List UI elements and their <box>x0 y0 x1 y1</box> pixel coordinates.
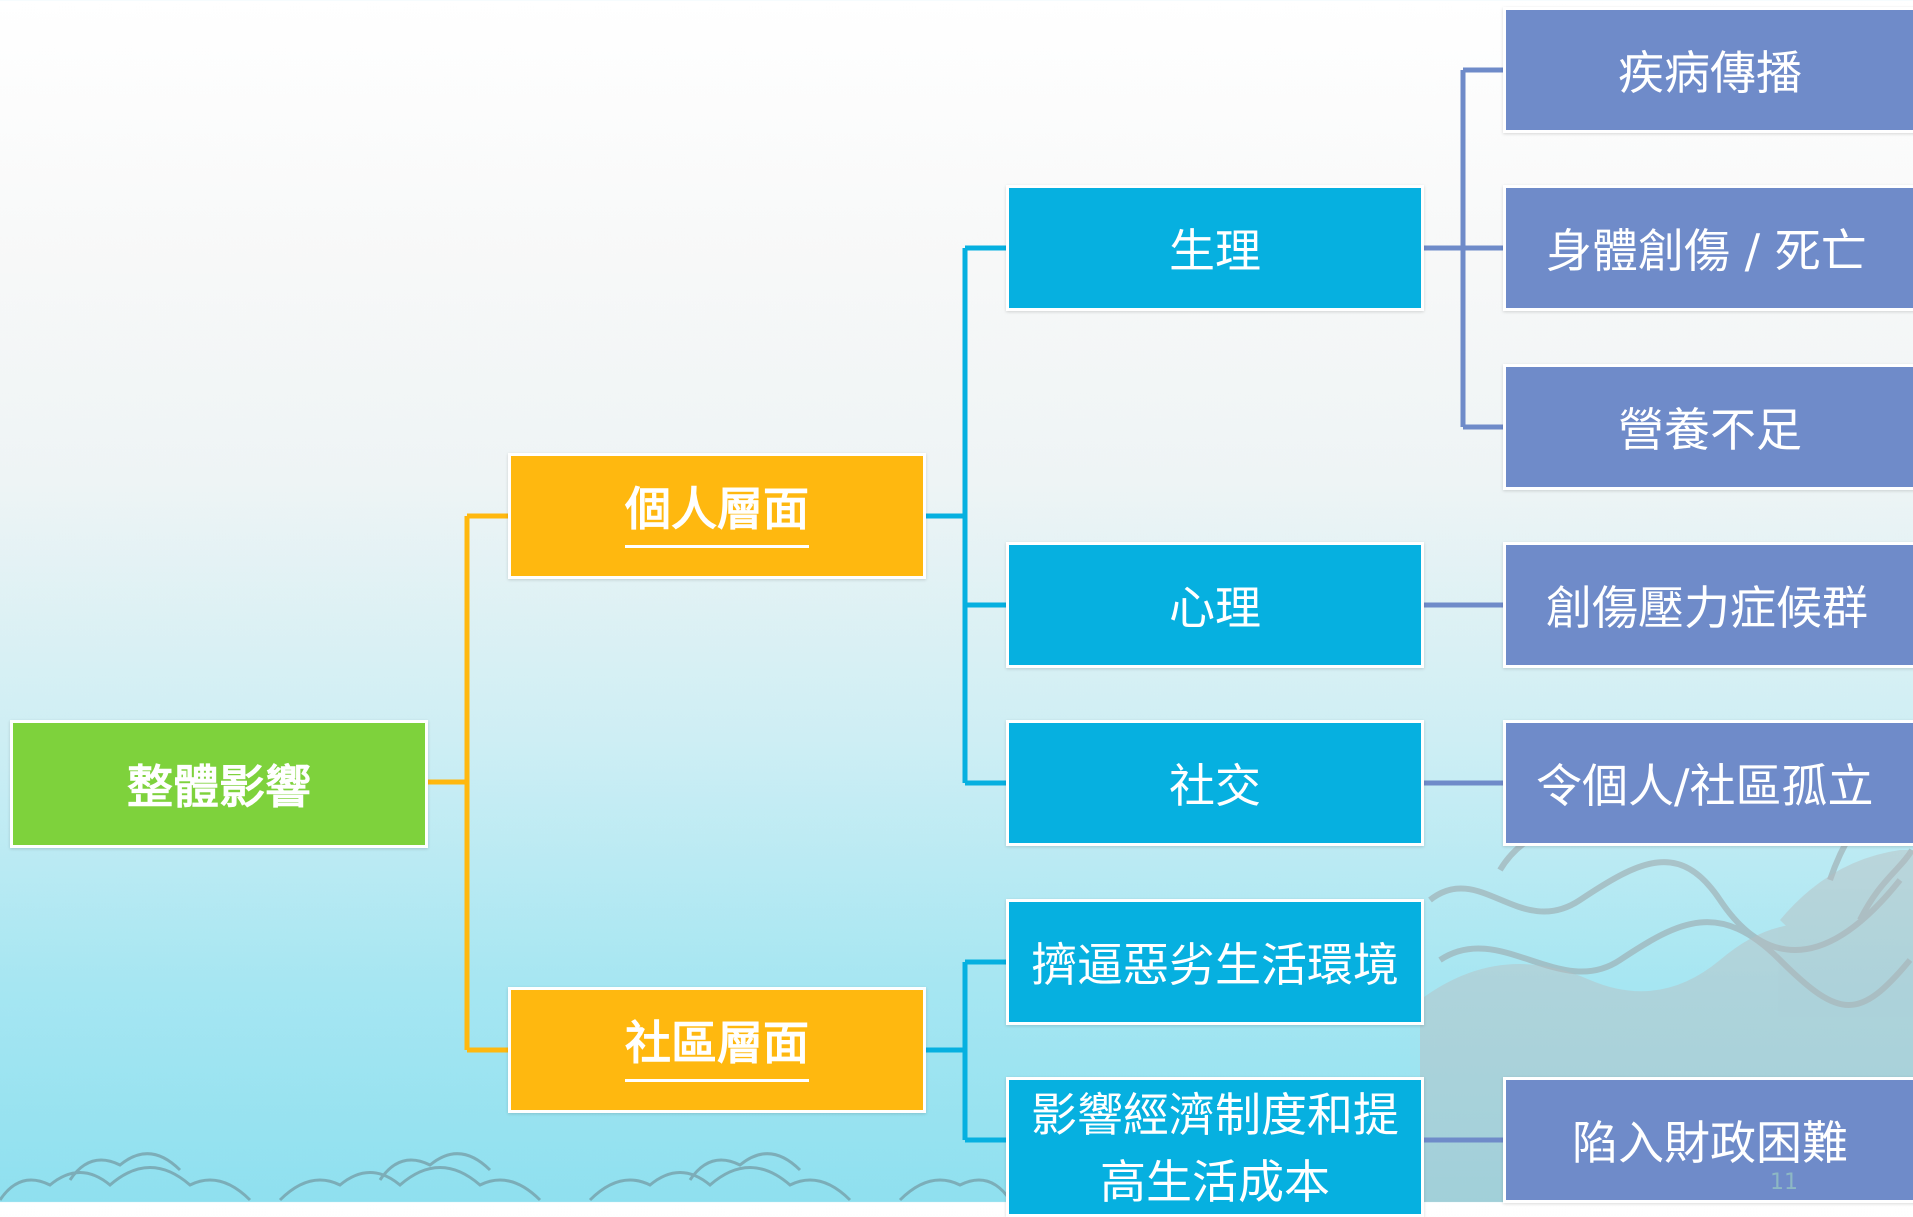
root-node-overall-impact: 整體影響 <box>10 720 428 848</box>
node-physical-injury-death-label: 身體創傷 / 死亡 <box>1546 224 1867 278</box>
node-economic-impact-line1: 影響經濟制度和提 <box>1031 1088 1399 1142</box>
node-social-label: 社交 <box>1169 759 1261 813</box>
node-economic-impact: 影響經濟制度和提 高生活成本 <box>1006 1077 1424 1217</box>
page-number: 11 <box>1770 1170 1798 1195</box>
node-physiological: 生理 <box>1006 185 1424 311</box>
node-individual-level-label: 個人層面 <box>625 484 809 548</box>
node-community-level-label: 社區層面 <box>625 1018 809 1082</box>
node-isolation: 令個人/社區孤立 <box>1503 720 1913 846</box>
node-disease-spread-label: 疾病傳播 <box>1618 46 1802 100</box>
node-economic-impact-line2: 高生活成本 <box>1100 1154 1330 1209</box>
node-ptsd-label: 創傷壓力症候群 <box>1546 581 1868 635</box>
node-psychological-label: 心理 <box>1169 581 1261 635</box>
node-community-level: 社區層面 <box>508 987 926 1113</box>
node-malnutrition: 營養不足 <box>1503 364 1913 490</box>
node-crowded-living-environment: 擠逼惡劣生活環境 <box>1006 899 1424 1025</box>
node-social: 社交 <box>1006 720 1424 846</box>
node-ptsd: 創傷壓力症候群 <box>1503 542 1913 668</box>
node-physiological-label: 生理 <box>1169 224 1261 278</box>
node-physical-injury-death: 身體創傷 / 死亡 <box>1503 185 1913 311</box>
node-malnutrition-label: 營養不足 <box>1618 403 1802 457</box>
node-isolation-label: 令個人/社區孤立 <box>1536 759 1874 813</box>
node-financial-difficulty-label: 陷入財政困難 <box>1572 1116 1848 1170</box>
root-node-label: 整體影響 <box>127 760 311 814</box>
node-disease-spread: 疾病傳播 <box>1503 7 1913 133</box>
node-individual-level: 個人層面 <box>508 453 926 579</box>
node-financial-difficulty: 陷入財政困難 <box>1503 1077 1913 1203</box>
node-psychological: 心理 <box>1006 542 1424 668</box>
node-crowded-living-environment-label: 擠逼惡劣生活環境 <box>1031 938 1399 992</box>
